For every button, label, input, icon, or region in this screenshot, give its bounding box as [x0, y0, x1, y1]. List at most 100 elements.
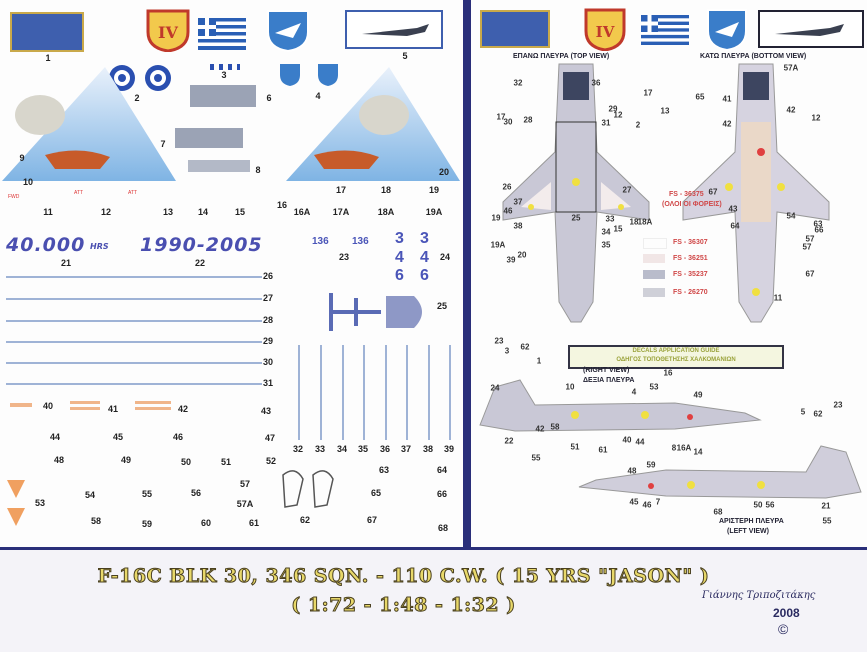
callout-number: 23: [833, 400, 843, 410]
callout-number: 14: [693, 447, 703, 457]
bottom-view-title: ΚΑΤΩ ΠΛΕΥΡΑ (BOTTOM VIEW): [700, 53, 807, 60]
decal-number: 10: [22, 177, 34, 187]
callout-number: 16: [663, 368, 673, 378]
decal-number: 50: [180, 457, 192, 467]
decal-number: 58: [90, 516, 102, 526]
callout-number: 19: [491, 213, 501, 223]
callout-number: 55: [822, 516, 832, 526]
callout-number: 67: [708, 187, 718, 197]
decal-number: 33: [314, 444, 326, 454]
aircraft-badge: [345, 10, 443, 49]
callout-number: 27: [622, 185, 632, 195]
code-digit: 4: [420, 249, 429, 266]
att-label: ATT: [74, 190, 84, 196]
right-view-title-en: (RIGHT VIEW): [583, 367, 630, 374]
decal-number: 1: [45, 53, 51, 63]
decal-number: 56: [190, 488, 202, 498]
decal-number: 17A: [332, 207, 350, 217]
callout-number: 64: [730, 221, 740, 231]
greek-flag-icon: [641, 15, 689, 45]
decal-number: 9: [19, 153, 25, 163]
serial-136: 136: [352, 236, 369, 247]
decal-number: 19A: [425, 207, 443, 217]
callout-number: 36: [591, 78, 601, 88]
wing-shield-icon: [267, 10, 309, 52]
callout-number: 44: [635, 437, 645, 447]
decal-number: 18A: [377, 207, 395, 217]
callout-number: 53: [649, 382, 659, 392]
callout-number: 62: [813, 409, 823, 419]
placard-6: [190, 85, 256, 107]
warning-triangles-icon: [7, 480, 25, 526]
decal-number: 30: [262, 357, 274, 367]
decal-number: 61: [248, 518, 260, 528]
tail-art-left: [2, 67, 176, 181]
decal-number: 26: [262, 271, 274, 281]
callout-number: 45: [629, 497, 639, 507]
callout-number: 26: [502, 182, 512, 192]
decal-number: 44: [49, 432, 61, 442]
bottom-view-aircraft: [682, 63, 830, 323]
callout-number: 12: [613, 110, 623, 120]
callout-number: 57: [805, 234, 815, 244]
fs-label: FS - 36251: [673, 255, 708, 262]
decal-number: 54: [84, 490, 96, 500]
callout-number: 54: [786, 211, 796, 221]
callout-number: 58: [550, 422, 560, 432]
fs-main-label: FS - 36375: [669, 191, 704, 198]
fwd-label: FWD: [8, 194, 20, 200]
decal-number: 46: [172, 432, 184, 442]
decal-number: 23: [338, 252, 350, 262]
decal-number: 51: [220, 457, 232, 467]
decal-number: 43: [260, 406, 272, 416]
guide-title-en: DECALS APPLICATION GUIDE: [632, 348, 720, 354]
decal-number: 31: [262, 378, 274, 388]
decal-number: 16: [276, 200, 288, 210]
small-flag-strips: [210, 64, 240, 70]
callout-number: 34: [601, 227, 611, 237]
callout-number: 46: [503, 206, 513, 216]
left-view-title-gr: ΑΡΙΣΤΕΡΗ ΠΛΕΥΡΑ: [719, 518, 784, 525]
top-view-aircraft: [502, 63, 650, 323]
callout-number: 42: [786, 105, 796, 115]
fs-label: FS - 26270: [673, 289, 708, 296]
decal-number: 25: [436, 301, 448, 311]
decal-number: 16A: [293, 207, 311, 217]
callout-number: 66: [814, 225, 824, 235]
att-label: ATT: [128, 190, 138, 196]
callout-number: 41: [722, 94, 732, 104]
decal-number: 15: [234, 207, 246, 217]
decal-number: 53: [34, 498, 46, 508]
callout-number: 19A: [490, 240, 506, 250]
decal-number: 57: [239, 479, 251, 489]
callout-number: 59: [646, 460, 656, 470]
jason-emblem-icon: IV: [584, 8, 626, 51]
jason-emblem-icon: IV: [146, 9, 190, 52]
decal-number: 64: [436, 465, 448, 475]
callout-number: 3: [504, 346, 510, 356]
decal-number: 38: [422, 444, 434, 454]
callout-number: 7: [655, 497, 661, 507]
callout-number: 57: [802, 242, 812, 252]
decal-number: 47: [264, 433, 276, 443]
decal-number: 5: [402, 51, 408, 61]
decal-number: 27: [262, 293, 274, 303]
decal-number: 67: [366, 515, 378, 525]
right-view-title-gr: ΔΕΞΙΑ ΠΛΕΥΡΑ: [583, 377, 635, 384]
callout-number: 61: [598, 445, 608, 455]
decal-number: 12: [100, 207, 112, 217]
decal-number: 52: [265, 456, 277, 466]
callout-number: 21: [821, 501, 831, 511]
callout-number: 55: [531, 453, 541, 463]
placard-8: [188, 160, 250, 172]
left-view-aircraft: [578, 445, 862, 499]
copyright-year: 2008: [773, 606, 800, 620]
callout-number: 23: [494, 336, 504, 346]
roundel-icon: [109, 65, 171, 91]
decal-number: 2: [134, 93, 140, 103]
callout-number: 32: [513, 78, 523, 88]
decal-number: 45: [112, 432, 124, 442]
decal-number: 24: [439, 252, 451, 262]
decal-sheet-panel: IV FWD ATT ATT 40.000 HRS 1990-2005 136 …: [0, 0, 463, 547]
callout-number: 46: [642, 500, 652, 510]
